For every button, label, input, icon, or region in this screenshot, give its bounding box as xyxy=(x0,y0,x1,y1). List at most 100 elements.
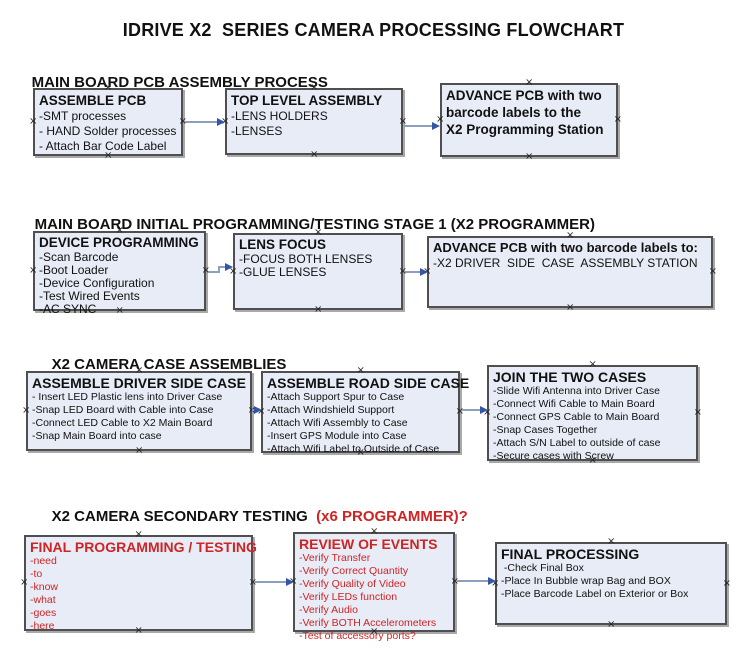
arrowhead-icon xyxy=(217,118,225,126)
flow-box-final-programming-testing[interactable]: × × × × FINAL PROGRAMMING / TESTING -nee… xyxy=(20,530,257,636)
box-title: ASSEMBLE ROAD SIDE CASE xyxy=(267,375,470,391)
connector-line xyxy=(405,271,423,273)
box-item: -what xyxy=(30,594,56,606)
section-header-text: MAIN BOARD PCB ASSEMBLY PROCESS xyxy=(31,74,328,91)
box-item: -know xyxy=(30,581,59,593)
flow-box-lens-focus[interactable]: × × × × LENS FOCUS -FOCUS BOTH LENSES -G… xyxy=(229,228,407,315)
box-item: -Verify Audio xyxy=(299,604,358,616)
box-item: -Connect GPS Cable to Main Board xyxy=(493,411,660,423)
connection-handle-icon: × xyxy=(398,115,407,127)
connection-handle-icon: × xyxy=(134,529,143,540)
connection-handle-icon: × xyxy=(607,619,616,630)
flow-box-review-of-events[interactable]: × × × × REVIEW OF EVENTS -Verify Transfe… xyxy=(289,527,459,643)
connection-handle-icon: × xyxy=(22,405,31,416)
box-item: -Snap LED Board with Cable into Case xyxy=(32,404,214,416)
connection-handle-icon: × xyxy=(248,406,256,416)
connection-handle-icon: × xyxy=(588,359,597,370)
box-title: JOIN THE TWO CASES xyxy=(493,369,647,385)
box-item: -need xyxy=(30,555,57,567)
connector-line[interactable] xyxy=(208,271,220,273)
flow-box-top-level-assembly[interactable]: × × × × TOP LEVEL ASSEMBLY -LENS HOLDERS… xyxy=(221,83,407,160)
flow-box-assemble-driver-side-case[interactable]: × × × × ASSEMBLE DRIVER SIDE CASE - Inse… xyxy=(22,366,256,456)
box-title: FINAL PROCESSING xyxy=(501,546,640,562)
connection-handle-icon: × xyxy=(314,304,323,315)
section-header-secondary-testing: X2 CAMERA SECONDARY TESTING (x6 PROGRAMM… xyxy=(35,491,468,542)
connection-handle-icon: × xyxy=(607,536,616,547)
connection-handle-icon: × xyxy=(525,151,534,162)
connection-handle-icon: × xyxy=(104,150,113,161)
box-item: -Attach S/N Label to outside of case xyxy=(493,437,661,449)
box-title: LENS FOCUS xyxy=(239,237,327,252)
arrowhead-icon xyxy=(480,406,488,414)
connector-arrow-2[interactable] xyxy=(404,122,440,131)
connector-arrow-1[interactable] xyxy=(185,118,225,127)
box-item: -goes xyxy=(30,607,57,619)
box-item: -Connect Wifi Cable to Main Board xyxy=(493,398,655,410)
box-item: -Secure cases with Screw xyxy=(493,450,614,462)
flow-box-advance-pcb-programming-station[interactable]: × × × × ADVANCE PCB with two barcode lab… xyxy=(436,78,622,162)
box-item: -Verify BOTH Accelerometers xyxy=(299,617,437,629)
box-item: -Scan Barcode xyxy=(39,250,119,264)
connection-handle-icon: × xyxy=(566,230,575,241)
flow-box-advance-pcb-driver-side[interactable]: × × × × ADVANCE PCB with two barcode lab… xyxy=(423,231,717,313)
box-title: DEVICE PROGRAMMING xyxy=(39,235,199,250)
section-header-case-assemblies: X2 CAMERA CASE ASSEMBLIES xyxy=(35,339,287,390)
connection-handle-icon: × xyxy=(134,625,143,636)
connector-line xyxy=(185,121,220,123)
connection-handle-icon: × xyxy=(229,265,238,277)
connection-handle-icon: × xyxy=(178,116,187,127)
section-header-pcb-assembly: MAIN BOARD PCB ASSEMBLY PROCESS xyxy=(15,57,328,108)
connection-handle-icon: × xyxy=(201,265,210,276)
section-header-initial-programming: MAIN BOARD INITIAL PROGRAMMING/TESTING S… xyxy=(18,199,595,250)
connection-handle-icon: × xyxy=(221,115,230,127)
box-item: -Test Wired Events xyxy=(39,289,140,303)
arrowhead-icon xyxy=(488,577,496,585)
connection-handle-icon: × xyxy=(310,149,319,160)
box-item: -GLUE LENSES xyxy=(239,265,327,279)
box-item: -Device Configuration xyxy=(39,276,155,290)
connection-handle-icon: × xyxy=(525,77,534,88)
connector-line xyxy=(404,125,435,127)
connection-handle-icon: × xyxy=(115,225,124,236)
flow-box-assemble-road-side-case[interactable]: × × × × ASSEMBLE ROAD SIDE CASE -Attach … xyxy=(257,366,470,458)
box-item: -FOCUS BOTH LENSES xyxy=(239,252,373,266)
flow-box-final-processing[interactable]: × × × × FINAL PROCESSING -Check Final Bo… xyxy=(491,537,731,630)
arrowhead-icon xyxy=(286,578,294,586)
box-item: -AC SYNC xyxy=(39,302,97,316)
connector-arrow-5[interactable] xyxy=(252,406,262,415)
connection-handle-icon: × xyxy=(135,365,144,376)
connection-handle-icon: × xyxy=(588,455,597,466)
box-item: -LENS HOLDERS xyxy=(231,109,328,123)
section-header-text: X2 CAMERA SECONDARY TESTING xyxy=(51,508,317,525)
box-item: -Attach Wifi Label to Outside of Case xyxy=(267,443,440,455)
flow-box-join-two-cases[interactable]: × × × × JOIN THE TWO CASES -Slide Wifi A… xyxy=(483,360,702,466)
connector-arrow-4[interactable] xyxy=(405,268,428,277)
box-item: -Test of accessory ports? xyxy=(299,630,416,642)
box-item: -Verify Correct Quantity xyxy=(299,565,409,577)
arrowhead-icon xyxy=(225,263,233,271)
box-item: -Place In Bubble wrap Bag and BOX xyxy=(501,575,671,587)
box-item: -LENSES xyxy=(231,124,283,138)
connector-arrow-8[interactable] xyxy=(457,577,496,586)
flow-box-device-programming[interactable]: × × × × DEVICE PROGRAMMING -Scan Barcode… xyxy=(29,226,210,316)
connection-handle-icon: × xyxy=(314,227,323,238)
box-title: ADVANCE PCB with two barcode labels to t… xyxy=(446,88,604,137)
connector-line[interactable] xyxy=(218,266,220,273)
connection-handle-icon: × xyxy=(135,445,144,456)
box-title: ASSEMBLE PCB xyxy=(39,93,147,108)
box-item: -Snap Main Board into case xyxy=(32,430,162,442)
box-title: REVIEW OF EVENTS xyxy=(299,536,438,552)
box-item: -Snap Cases Together xyxy=(493,424,598,436)
connection-handle-icon: × xyxy=(29,116,38,127)
connection-handle-icon: × xyxy=(29,265,38,276)
connection-handle-icon: × xyxy=(310,82,319,93)
connector-line[interactable] xyxy=(220,266,227,268)
connector-arrow-6[interactable] xyxy=(462,406,488,415)
box-item: -here xyxy=(30,620,55,632)
connector-arrow-7[interactable] xyxy=(255,578,294,587)
flow-box-assemble-pcb[interactable]: × × × × ASSEMBLE PCB -SMT processes - HA… xyxy=(29,83,187,161)
connector-line xyxy=(457,580,491,582)
page-title: IDRIVE X2 SERIES CAMERA PROCESSING FLOWC… xyxy=(122,20,625,40)
connection-handle-icon: × xyxy=(104,82,113,93)
